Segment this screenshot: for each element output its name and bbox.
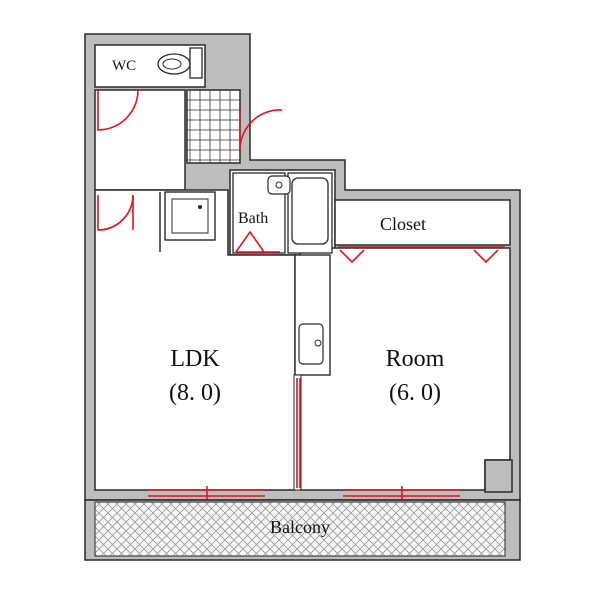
washing-machine-icon: [164, 191, 216, 241]
entry-area: [94, 89, 186, 191]
closet-door-left-icon: [339, 249, 365, 264]
closet-label: Closet: [380, 214, 426, 234]
shower-tile-area: [186, 89, 241, 164]
toilet-icon: [157, 47, 203, 79]
room-label: Room: [386, 346, 445, 372]
closet-area: [334, 199, 511, 246]
closet-door-right-icon: [473, 249, 499, 264]
wc-label: WC: [112, 58, 136, 74]
bath-door-icon: [235, 230, 265, 253]
balcony-floor: [94, 501, 506, 557]
ldk-label: LDK: [170, 346, 220, 372]
kitchen-sink-icon: [298, 323, 324, 365]
corner-column: [484, 459, 513, 493]
entry-door-icon: [97, 89, 139, 131]
wc-door-icon: [239, 109, 283, 151]
balcony-label: Balcony: [270, 517, 330, 537]
bathtub-icon: [291, 177, 329, 245]
bath-label: Bath: [238, 210, 268, 227]
bathroom: [232, 172, 333, 254]
balcony-windows: [148, 486, 460, 500]
kitchen-counter: [294, 254, 331, 376]
room-size-label: (6. 0): [389, 380, 441, 406]
ldk-size-label: (8. 0): [169, 380, 221, 406]
sink-icon: [267, 175, 291, 195]
